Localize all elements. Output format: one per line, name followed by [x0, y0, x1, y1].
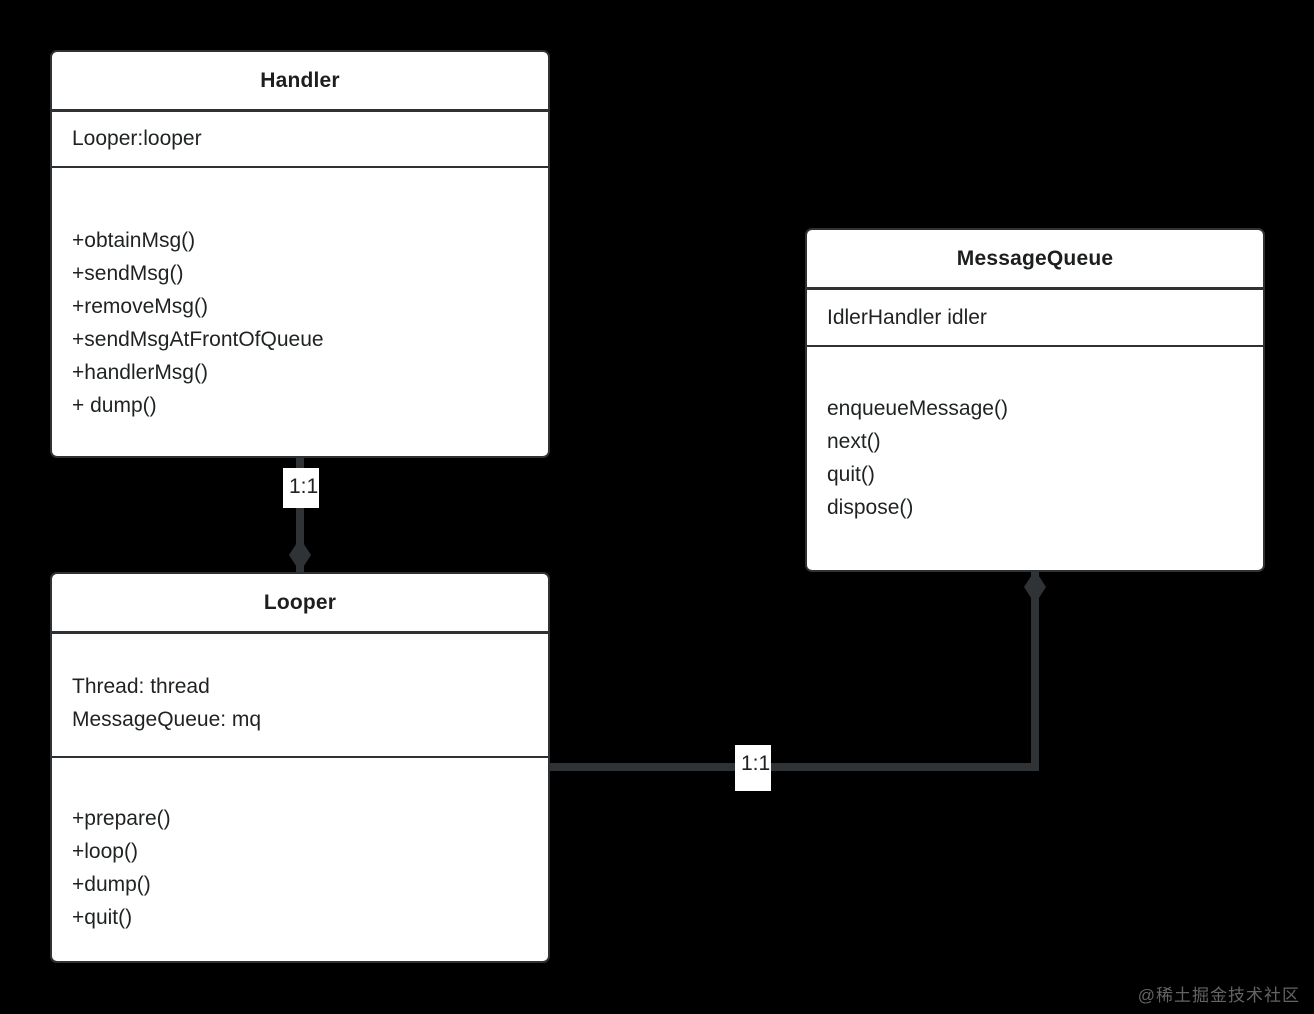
connector-handler-looper-line[interactable] [296, 458, 304, 572]
attribute-row: MessageQueue: mq [72, 707, 262, 731]
connector-looper-messagequeue-horizontal[interactable] [550, 763, 1039, 771]
class-box-handler[interactable]: Handler Looper:looper +obtainMsg() +send… [50, 50, 550, 458]
watermark: @稀土掘金技术社区 [1137, 986, 1300, 1005]
class-divider [52, 109, 548, 112]
method-row: +prepare() [72, 807, 171, 830]
connector-multiplicity-label-handler-looper: 1:1 [283, 468, 319, 508]
attribute-row: IdlerHandler idler [827, 305, 987, 329]
method-row: next() [827, 430, 881, 453]
composition-diamond-icon [289, 538, 311, 572]
attribute-row: Looper:looper [72, 127, 202, 150]
class-methods-messagequeue: enqueueMessage() next() quit() dispose() [807, 347, 1263, 524]
method-row: +sendMsg() [72, 262, 184, 285]
class-title-messagequeue: MessageQueue [956, 246, 1114, 270]
class-divider [807, 287, 1263, 290]
method-row: quit() [827, 463, 875, 486]
method-row: +handlerMsg() [72, 361, 208, 384]
method-row: +quit() [72, 906, 133, 929]
method-row: +loop() [72, 840, 138, 863]
method-row: enqueueMessage() [827, 397, 1008, 420]
class-attributes-handler: Looper:looper [52, 112, 548, 166]
class-box-messagequeue[interactable]: MessageQueue IdlerHandler idler enqueueM… [805, 228, 1265, 572]
class-divider [52, 755, 548, 758]
method-row: +sendMsgAtFrontOfQueue [72, 328, 324, 351]
method-row: +obtainMsg() [72, 229, 196, 252]
method-row: +dump() [72, 873, 151, 896]
connector-multiplicity-label-looper-messagequeue: 1:1 [735, 745, 771, 791]
class-title-looper: Looper [263, 590, 337, 614]
class-title-handler: Handler [260, 68, 340, 92]
class-methods-looper: +prepare() +loop() +dump() +quit() [52, 758, 548, 934]
class-box-looper[interactable]: Looper Thread: thread MessageQueue: mq +… [50, 572, 550, 963]
class-divider [52, 631, 548, 634]
method-row: dispose() [827, 496, 914, 519]
class-attributes-looper: Thread: thread MessageQueue: mq [52, 634, 548, 756]
class-divider [807, 344, 1263, 347]
method-row: + dump() [72, 394, 157, 417]
attribute-row: Thread: thread [72, 674, 210, 698]
class-attributes-messagequeue: IdlerHandler idler [807, 290, 1263, 345]
composition-diamond-icon [1024, 570, 1046, 604]
class-divider [52, 165, 548, 168]
connector-looper-messagequeue-vertical[interactable] [1031, 572, 1039, 769]
class-methods-handler: +obtainMsg() +sendMsg() +removeMsg() +se… [52, 168, 548, 422]
method-row: +removeMsg() [72, 295, 208, 318]
